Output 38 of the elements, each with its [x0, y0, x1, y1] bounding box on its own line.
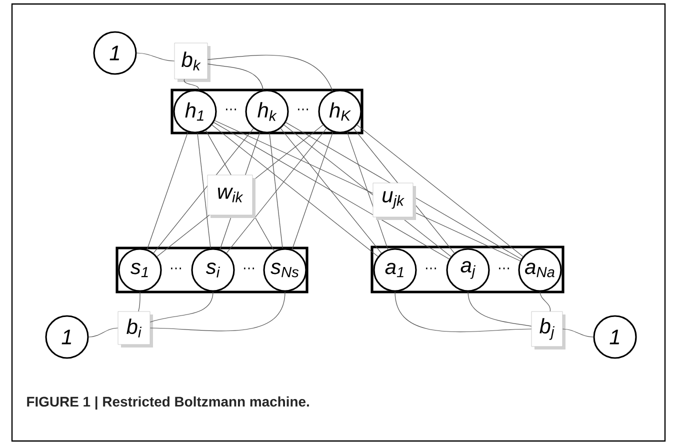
connector-line [292, 132, 334, 250]
weight-label: w$_{ik}$ [207, 174, 256, 218]
connector-line [356, 124, 524, 257]
ellipsis: ⋯ [171, 268, 181, 270]
layer-box [170, 88, 364, 134]
connector-line [212, 124, 378, 257]
ellipsis: ⋯ [226, 108, 236, 110]
weight-label: b$_{k}$ [174, 42, 210, 82]
weight-label: b$_{j}$ [531, 311, 566, 350]
connector-line [280, 128, 382, 254]
connector-line [562, 328, 594, 338]
connector-line [153, 128, 254, 254]
ellipsis: ⋯ [298, 108, 308, 110]
ellipsis: ⋯ [426, 268, 436, 270]
connector-line [468, 292, 532, 327]
caption: FIGURE 1 | Restricted Boltzmann machine. [27, 396, 309, 410]
connector-line [150, 292, 286, 332]
weight-label: u$_{jk}$ [372, 182, 416, 220]
connector-line [136, 52, 175, 62]
connector-line [197, 132, 211, 249]
connector-line [88, 328, 118, 338]
connector-line [150, 292, 214, 322]
ellipsis: ⋯ [244, 268, 254, 270]
connector-line [394, 292, 532, 332]
connector-line [184, 78, 200, 90]
layer-box [370, 246, 564, 294]
layer-box [116, 246, 308, 294]
connector-line [540, 292, 551, 312]
weight-label: b$_{i}$ [118, 311, 153, 348]
connector-line [138, 292, 140, 312]
connector-line [214, 122, 450, 260]
connector-line [286, 122, 522, 260]
connector-line [226, 128, 327, 254]
connector-line [207, 54, 333, 92]
connector-line [146, 132, 188, 250]
connector-line [207, 64, 264, 90]
connector-line [269, 132, 283, 249]
ellipsis: ⋯ [499, 268, 509, 270]
